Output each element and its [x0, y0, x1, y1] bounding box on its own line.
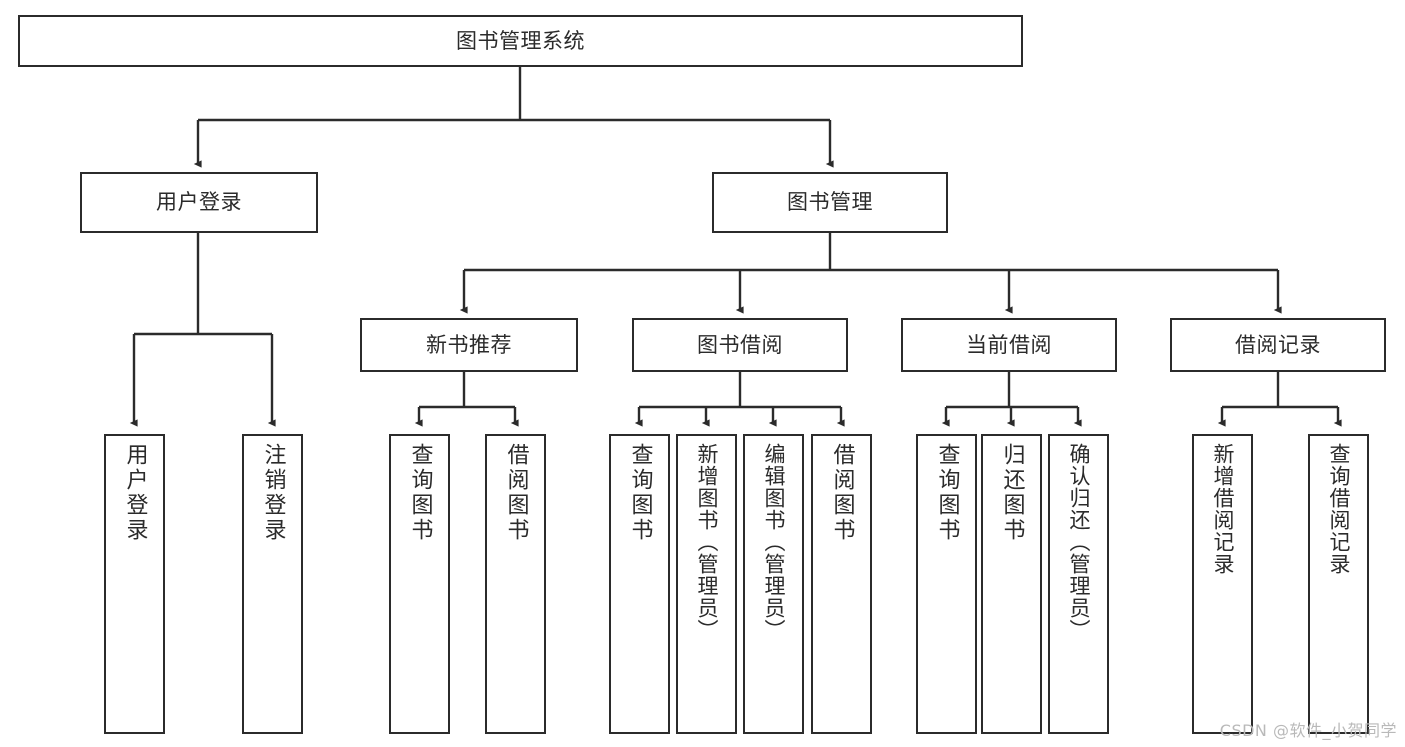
node-label: 新增借阅记录 [1211, 443, 1235, 575]
leaf-book-borrow-add-book-admin[interactable]: 新增图书（管理员） [676, 434, 737, 734]
leaf-borrow-record-add-record[interactable]: 新增借阅记录 [1192, 434, 1253, 734]
node-label: 查询图书 [407, 443, 433, 543]
node-label: 借阅图书 [829, 443, 855, 543]
node-label: 借阅记录 [1235, 332, 1321, 357]
leaf-current-borrow-query-book[interactable]: 查询图书 [916, 434, 977, 734]
leaf-book-borrow-borrow-book[interactable]: 借阅图书 [811, 434, 872, 734]
leaf-new-book-query-book[interactable]: 查询图书 [389, 434, 450, 734]
node-label: 新书推荐 [426, 332, 512, 357]
node-label: 用户登录 [156, 190, 242, 215]
node-label: 查询图书 [627, 443, 653, 543]
node-label: 图书借阅 [697, 332, 783, 357]
node-current-borrow[interactable]: 当前借阅 [901, 318, 1117, 372]
node-label: 借阅图书 [503, 443, 529, 543]
leaf-current-borrow-return-book[interactable]: 归还图书 [981, 434, 1042, 734]
node-borrow-record[interactable]: 借阅记录 [1170, 318, 1386, 372]
node-label: 编辑图书（管理员） [762, 443, 786, 641]
node-user-login[interactable]: 用户登录 [80, 172, 318, 233]
node-book-borrow[interactable]: 图书借阅 [632, 318, 848, 372]
node-label: 图书管理系统 [456, 28, 585, 53]
csdn-watermark: CSDN @软件_小贺同学 [1219, 721, 1397, 740]
node-label: 当前借阅 [966, 332, 1052, 357]
leaf-user-login-login[interactable]: 用户登录 [104, 434, 165, 734]
leaf-current-borrow-confirm-return-admin[interactable]: 确认归还（管理员） [1048, 434, 1109, 734]
node-label: 查询图书 [934, 443, 960, 543]
leaf-book-borrow-query-book[interactable]: 查询图书 [609, 434, 670, 734]
node-label: 注销登录 [260, 443, 286, 543]
node-root-system[interactable]: 图书管理系统 [18, 15, 1023, 67]
node-label: 归还图书 [999, 443, 1025, 543]
node-label: 图书管理 [787, 190, 873, 215]
node-book-management[interactable]: 图书管理 [712, 172, 948, 233]
leaf-user-login-logout[interactable]: 注销登录 [242, 434, 303, 734]
node-label: 确认归还（管理员） [1067, 443, 1091, 641]
node-label: 新增图书（管理员） [695, 443, 719, 641]
leaf-borrow-record-query-record[interactable]: 查询借阅记录 [1308, 434, 1369, 734]
node-label: 用户登录 [122, 443, 148, 543]
node-label: 查询借阅记录 [1327, 443, 1351, 575]
leaf-book-borrow-edit-book-admin[interactable]: 编辑图书（管理员） [743, 434, 804, 734]
leaf-new-book-borrow-book[interactable]: 借阅图书 [485, 434, 546, 734]
node-new-book-recommend[interactable]: 新书推荐 [360, 318, 578, 372]
